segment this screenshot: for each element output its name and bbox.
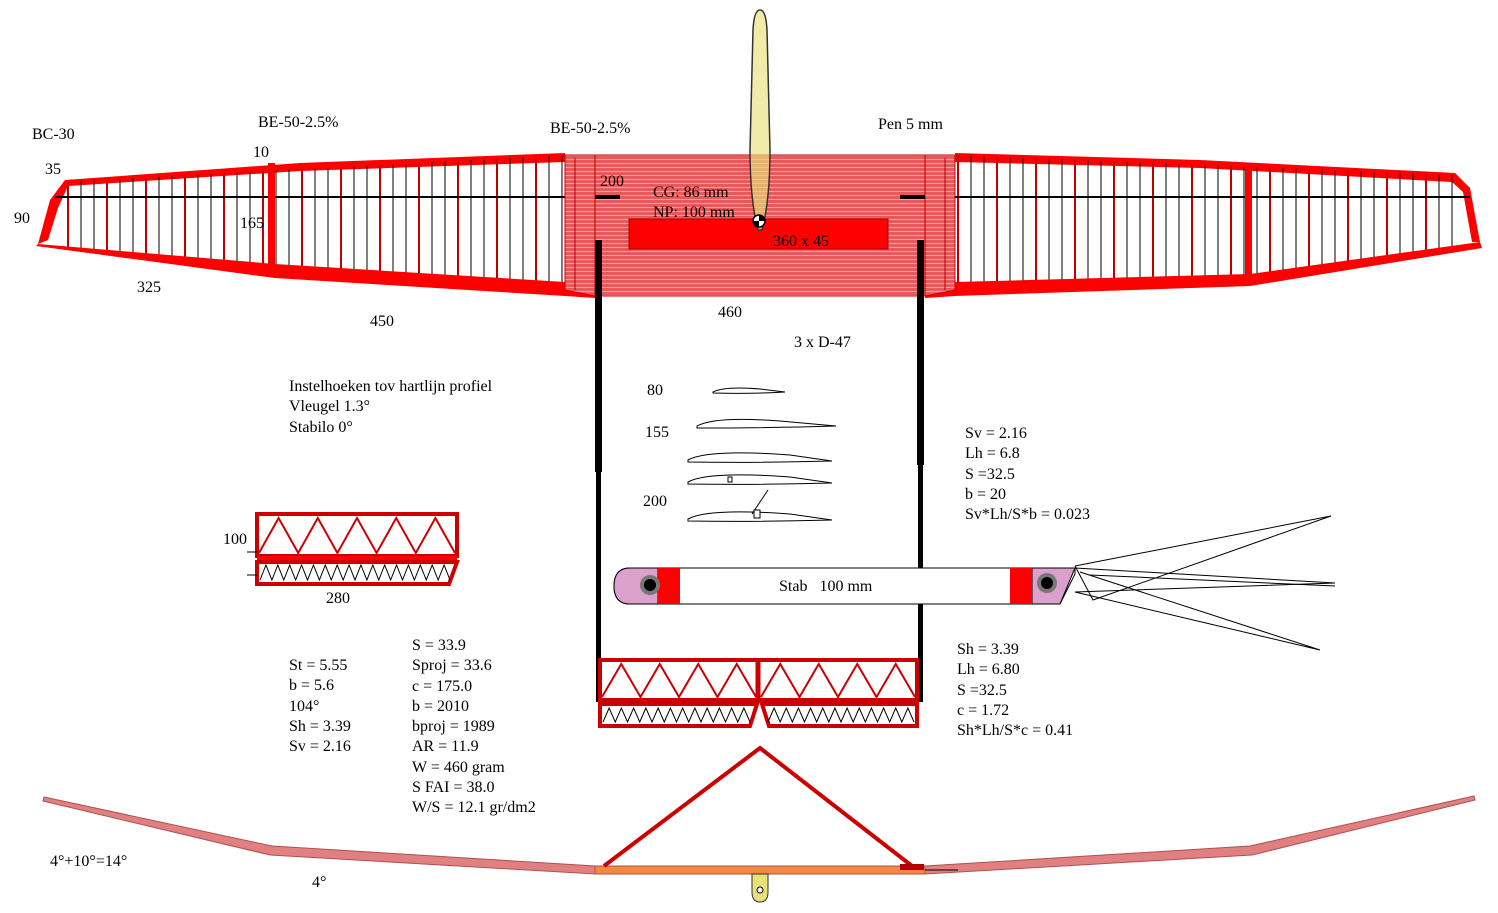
label-dim-90: 90 [14, 210, 30, 227]
incidence-block: Instelhoeken tov hartlijn profiel Vleuge… [289, 377, 492, 438]
label-profiles-title: 3 x D-47 [794, 334, 851, 351]
stat-line: c = 1.72 [957, 701, 1010, 719]
wing-stats: S = 33.9 Sproj = 33.6 c = 175.0 b = 2010… [412, 636, 536, 819]
stat-line: S = 33.9 [412, 637, 466, 654]
label-stab: Stab 100 mm [779, 578, 873, 595]
left-wing-joiner-rib [268, 163, 275, 268]
stat-line: Sh = 3.39 [957, 641, 1019, 658]
stab-boom-side-view [613, 515, 1336, 651]
airfoil-200-a [687, 452, 833, 463]
label-dim-10: 10 [253, 144, 269, 161]
stat-line: Sproj = 33.6 [412, 657, 492, 675]
stat-line: b = 2010 [412, 697, 470, 715]
fuselage-pod-top [749, 9, 771, 231]
label-tank: 360 x 45 [773, 233, 829, 250]
rudder-outline [1074, 515, 1336, 651]
label-cg: CG: 86 mm [653, 184, 729, 201]
stab-spar-front [658, 568, 680, 604]
stat-line: Sv = 2.16 [289, 738, 351, 756]
left-wing-trailing-edge [36, 244, 595, 298]
label-be50-center: BE-50-2.5% [550, 120, 630, 137]
right-wing-joiner-rib [1245, 168, 1252, 276]
airfoil-80 [712, 387, 786, 394]
right-wing-trailing-edge [925, 242, 1482, 298]
right-dihedral-panel [924, 795, 1476, 875]
stat-line: b = 5.6 [289, 677, 335, 695]
label-dim-325: 325 [137, 279, 161, 296]
airfoil-200-b [687, 474, 833, 485]
right-boom-front [917, 240, 924, 465]
incidence-line: Vleugel 1.3° [289, 398, 371, 416]
stab-spar-rear [1010, 568, 1032, 604]
stat-line: Lh = 6.8 [965, 445, 1020, 463]
stat-line: S FAI = 38.0 [412, 779, 495, 797]
stat-line: AR = 11.9 [412, 738, 479, 756]
label-dim-200-wing: 200 [600, 173, 624, 190]
stat-line: b = 20 [965, 485, 1007, 503]
pivot-rear-icon [1037, 573, 1057, 593]
stat-line: S =32.5 [965, 465, 1015, 483]
label-bc30: BC-30 [32, 126, 75, 143]
stabilizer-top-view [598, 658, 919, 728]
center-dihedral-panel [594, 865, 926, 875]
label-dim-35: 35 [45, 161, 61, 178]
pivot-front-icon [640, 575, 660, 595]
incidence-line: Stabilo 0° [289, 418, 353, 436]
fin-front-view [602, 745, 914, 868]
label-prof-200: 200 [643, 493, 667, 510]
left-wing [36, 153, 595, 298]
dihedral-view [42, 745, 1476, 903]
stat-line: bproj = 1989 [412, 718, 495, 736]
label-dim-460: 460 [718, 304, 742, 321]
stat-line: Sh*Lh/S*c = 0.41 [957, 722, 1074, 740]
incidence-line: Instelhoeken tov hartlijn profiel [289, 378, 493, 395]
label-fin-280: 280 [326, 590, 350, 607]
stat-line: W = 460 gram [412, 758, 505, 776]
left-boom-front [595, 240, 602, 472]
stat-line: S =32.5 [957, 681, 1007, 699]
stat-line: Sh = 3.39 [289, 717, 351, 735]
label-dihedral-tip: 4°+10°=14° [50, 853, 127, 870]
stat-line: Sv*Lh/S*b = 0.023 [965, 506, 1091, 524]
fin-side-view [247, 512, 460, 586]
stat-line: St = 5.55 [289, 657, 348, 674]
label-np: NP: 100 mm [653, 204, 735, 221]
stat-line: c = 175.0 [412, 677, 473, 695]
left-boom-rear [596, 472, 601, 702]
stat-line: Sv = 2.16 [965, 425, 1027, 442]
label-be50-left: BE-50-2.5% [258, 114, 338, 131]
vertical-tail-stats: Sv = 2.16 Lh = 6.8 S =32.5 b = 20 Sv*Lh/… [965, 424, 1090, 525]
stat-line: 104° [289, 697, 320, 715]
label-dim-450: 450 [370, 313, 394, 330]
left-wing-leading-edge [38, 153, 565, 244]
label-fin-100: 100 [223, 531, 247, 548]
airfoil-155 [696, 418, 837, 429]
horizontal-tail-stats: Sh = 3.39 Lh = 6.80 S =32.5 c = 1.72 Sh*… [957, 640, 1073, 741]
cg-marker-icon [752, 214, 766, 228]
airfoil-profiles [687, 387, 837, 522]
label-prof-80: 80 [647, 382, 663, 399]
label-dim-165: 165 [240, 215, 264, 232]
stat-line: W/S = 12.1 gr/dm2 [412, 799, 536, 817]
fin-stats: St = 5.55 b = 5.6 104° Sh = 3.39 Sv = 2.… [289, 656, 351, 757]
label-prof-155: 155 [645, 424, 669, 441]
stat-line: Lh = 6.80 [957, 661, 1020, 679]
right-wing [925, 153, 1482, 298]
label-pen: Pen 5 mm [878, 116, 943, 133]
label-dihedral-inner: 4° [312, 874, 326, 891]
